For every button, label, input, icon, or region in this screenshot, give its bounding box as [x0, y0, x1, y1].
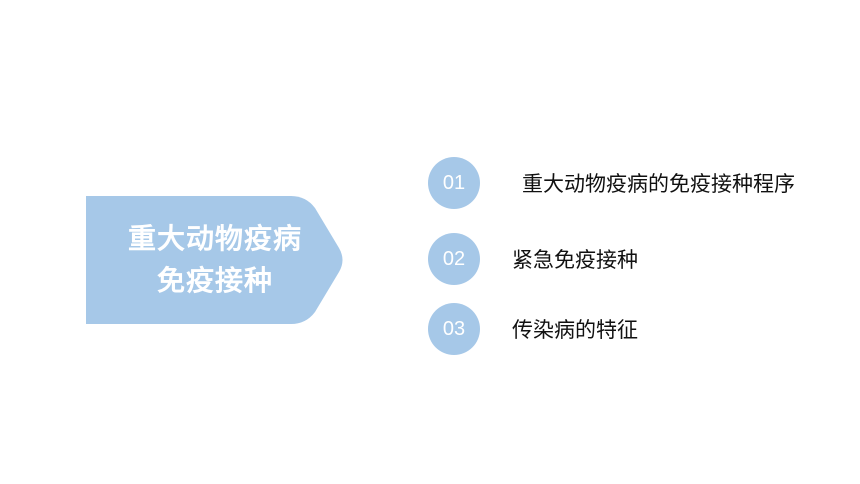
number-badge-3: 03: [428, 303, 480, 355]
banner-arrow-shape: [86, 196, 343, 324]
title-banner: 重大动物疫病 免疫接种: [86, 196, 344, 324]
banner-title-line1: 重大动物疫病: [127, 222, 302, 255]
list-item-3[interactable]: 03 传染病的特征: [428, 303, 638, 355]
list-item-label-3: 传染病的特征: [512, 318, 638, 342]
list-item-1[interactable]: 01 重大动物疫病的免疫接种程序: [428, 157, 795, 209]
list-item-2[interactable]: 02 紧急免疫接种: [428, 233, 638, 285]
banner-title: 重大动物疫病 免疫接种: [86, 218, 344, 302]
list-item-label-1: 重大动物疫病的免疫接种程序: [522, 172, 795, 196]
list-item-label-2: 紧急免疫接种: [512, 248, 638, 272]
number-badge-1: 01: [428, 157, 480, 209]
banner-title-line2: 免疫接种: [156, 264, 273, 297]
number-badge-2: 02: [428, 233, 480, 285]
